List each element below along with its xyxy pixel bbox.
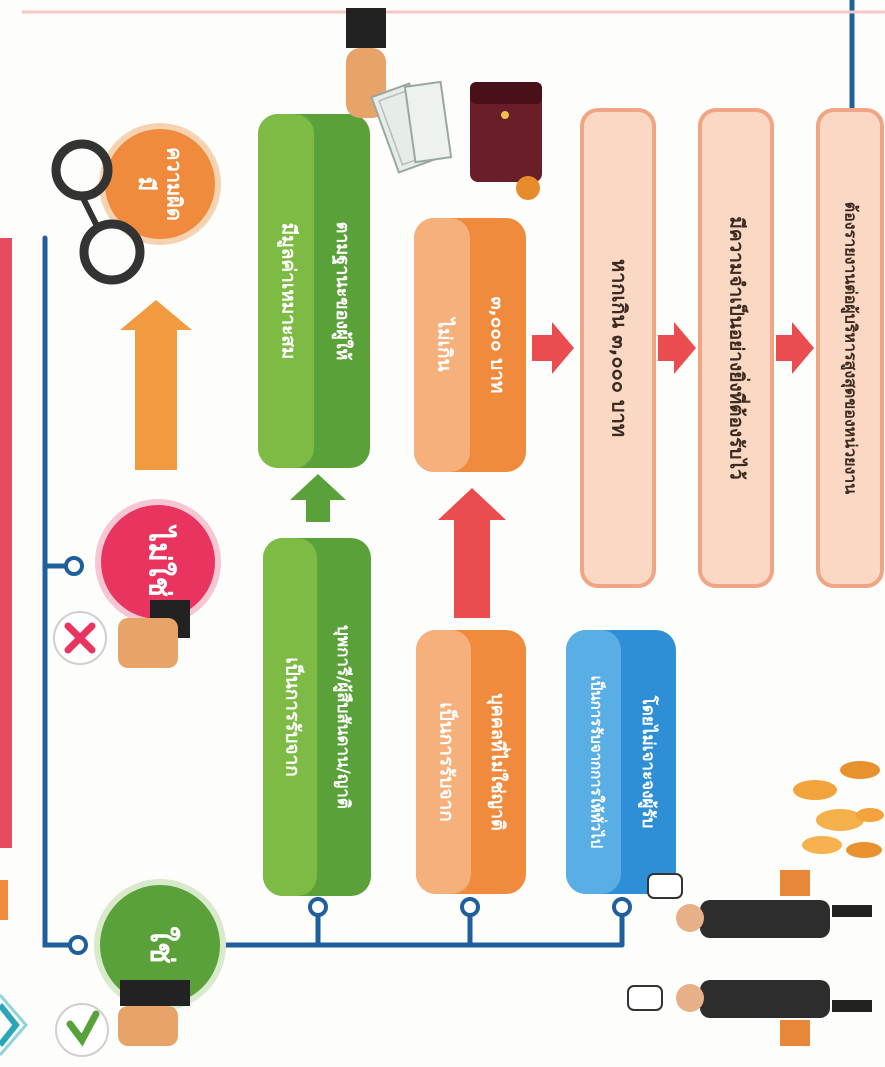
arrow-no-to-offense [120,300,192,470]
step3-text: ต้องรายงานต่อผู้บริหารสูงสุดของหน่วยงาน [840,202,861,494]
arrow-non-relatives-up [438,488,506,618]
arrow-to-step3 [776,322,814,374]
chevron-icon [0,994,28,1056]
relatives-line2: บุพการี/ผู้สืบสันดาน/ญาติ [332,625,354,809]
wallet-icon [470,82,542,200]
relatives-result-line1: มีมูลค่าเหมาะสม [277,223,300,360]
non-relatives-result-box: ไม่เกิน ๓,๐๐๐ บาท [414,218,526,472]
relatives-line1: เป็นการรับจาก [282,657,306,777]
left-orange-accent [0,880,8,920]
left-red-bar [0,238,12,848]
connector-nodes [64,556,632,955]
general-line2: โดยไม่เจาะจงผู้รับ [637,695,659,828]
offense-label-line2: ความผิด [163,147,187,221]
hand-yes-icon [118,980,190,1046]
relatives-result-box: มีมูลค่าเหมาะสม ตามฐานะของผู้ให้ [258,114,370,468]
arrow-relatives-up [290,474,346,522]
no-label: ไม่ใช่ [142,524,178,597]
node-no [64,556,84,576]
step1-box: หากเกิน ๓,๐๐๐ บาท [580,108,656,588]
offense-label-line1: มี [133,177,158,192]
node-non-relatives [460,897,480,917]
general-line1: เป็นการรับจากการให้ทั่วไป [588,676,608,849]
relatives-box: เป็นการรับจาก บุพการี/ผู้สืบสันดาน/ญาติ [263,538,371,896]
non-relatives-line1: เป็นการรับจาก [436,702,460,822]
step2-text: มีความจำเป็นอย่างยิ่งที่ต้องรับไว้ [726,216,751,479]
step1-text: หากเกิน ๓,๐๐๐ บาท [608,259,632,437]
node-relatives [308,897,328,917]
hand-giving-money-icon [346,8,453,174]
main-branch-connector [42,235,81,948]
non-relatives-box: เป็นการรับจาก บุคคลที่ไม่ใช่ญาติ [416,630,526,894]
general-box: เป็นการรับจากการให้ทั่วไป โดยไม่เจาะจงผู… [566,630,676,894]
non-relatives-result-line1: ไม่เกิน [434,316,457,371]
hand-no-icon [118,600,190,668]
connector-lines [42,0,855,948]
step3-box: ต้องรายงานต่อผู้บริหารสูงสุดของหน่วยงาน [816,108,884,588]
relatives-result-line2: ตามฐานะของผู้ให้ [331,222,354,361]
non-relatives-line2: บุคคลที่ไม่ใช่ญาติ [486,693,511,830]
arrow-to-step2 [658,322,696,374]
no-node: ไม่ใช่ [95,499,221,625]
step2-box: มีความจำเป็นอย่างยิ่งที่ต้องรับไว้ [698,108,774,588]
node-general [612,897,632,917]
non-relatives-result-line2: ๓,๐๐๐ บาท [487,297,509,394]
businessmen-handshake-icon [627,870,872,1046]
yes-label: ใช่ [143,926,181,963]
check-icon [55,1003,109,1057]
cross-icon [53,611,107,665]
handcuffs-icon [51,139,145,285]
arrow-to-step1 [532,322,574,374]
node-yes [68,935,88,955]
yes-node: ใช่ [94,879,226,1011]
coins-stack-icon [793,761,884,858]
